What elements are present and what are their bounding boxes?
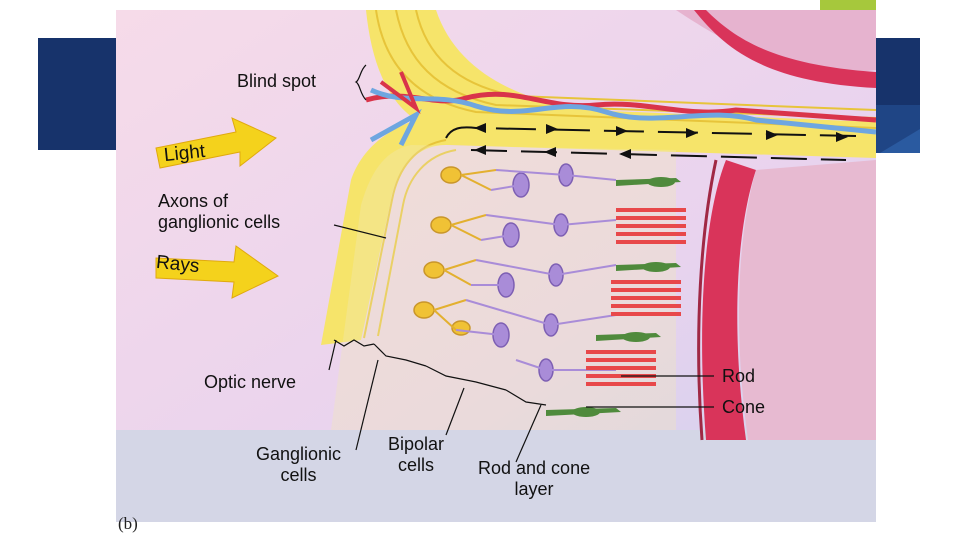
vein-vessel	[369, 87, 876, 135]
rod-cone-pointer	[515, 404, 542, 463]
nerve-fiber-line	[395, 10, 876, 119]
nerve-fiber-line	[363, 139, 447, 339]
retina-diagram	[116, 10, 876, 522]
blind-spot-label: Blind spot	[237, 71, 317, 91]
bipolar-processes	[455, 169, 617, 371]
optic-nerve-pointer	[328, 339, 337, 371]
figure-caption: (b)	[118, 514, 138, 533]
sclera-layer	[738, 160, 876, 440]
light-label: Light	[162, 140, 207, 167]
choroid-layer	[702, 160, 756, 440]
label-pointers	[328, 64, 714, 463]
rays-label: Rays	[155, 251, 201, 278]
vein-branch	[369, 108, 422, 147]
choroid-edge	[697, 159, 718, 441]
ganglionic-cells-label: Ganglionic cells	[256, 444, 342, 485]
rod-label: Rod	[722, 366, 756, 386]
artery-branch	[379, 71, 421, 114]
rod-cells	[586, 208, 686, 386]
nerve-fiber-line	[377, 149, 457, 337]
ganglionic-brace	[373, 343, 427, 367]
arrowheads	[474, 123, 848, 159]
cone-label: Cone	[722, 397, 766, 417]
optic-nerve-label: Optic nerve	[204, 372, 297, 392]
rod-cone-brace	[505, 389, 547, 406]
sclera-top	[676, 10, 876, 72]
axons-pointer	[333, 224, 387, 239]
blind-spot-brace	[354, 64, 367, 101]
bipolar-pointer	[445, 387, 465, 436]
rays-arrow	[155, 245, 279, 299]
axons-label: Axons of ganglionic cells	[158, 191, 281, 232]
ganglionic-pointer	[355, 359, 379, 451]
light-arrow	[155, 117, 277, 169]
choroid-top	[694, 10, 876, 88]
optic-nerve-brace	[333, 339, 375, 347]
retina-figure: Blind spot Light Axons of ganglionic cel…	[116, 10, 876, 522]
bipolar-cells-label: Bipolar cells	[388, 434, 445, 475]
bipolar-brace	[425, 365, 507, 391]
nerve-fiber-line	[375, 10, 876, 129]
rod-cone-layer-label: Rod and cone layer	[478, 458, 591, 499]
textbook-page-bottom	[116, 430, 876, 522]
cone-cells	[546, 177, 681, 417]
